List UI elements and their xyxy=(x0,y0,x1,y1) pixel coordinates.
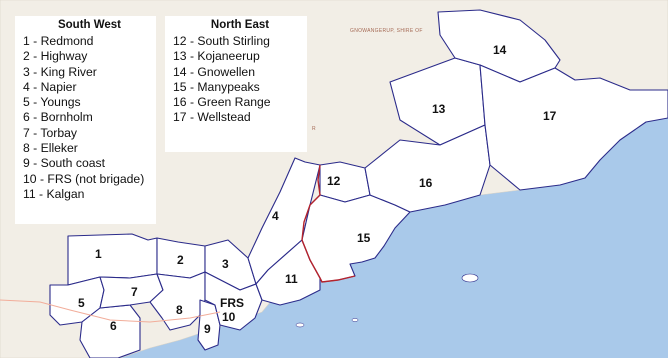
zone-16-area xyxy=(364,124,491,213)
zone-17-area xyxy=(479,64,668,191)
legend-item: 14 - Gnowellen xyxy=(173,64,255,79)
zone-10-label: 10 xyxy=(222,310,236,324)
legend-item: 6 - Bornholm xyxy=(23,110,93,125)
legend-item: 4 - Napier xyxy=(23,79,77,94)
legend-item: 2 - Highway xyxy=(23,49,88,64)
zone-9-label: 9 xyxy=(204,322,211,336)
zone-14-label: 14 xyxy=(493,43,507,57)
zone-11-label: 11 xyxy=(285,272,298,286)
legend-item: 1 - Redmond xyxy=(23,34,94,48)
zone-10-area xyxy=(204,271,263,331)
zone-16-label: 16 xyxy=(419,176,433,190)
zone-1-label: 1 xyxy=(95,247,102,261)
legend-item: 13 - Kojaneerup xyxy=(173,49,260,64)
legend-item: 8 - Elleker xyxy=(23,141,78,156)
zone-7-label: 7 xyxy=(131,285,138,299)
zone-polygons xyxy=(49,9,668,358)
legend-north-east: North East 12 - South Stirling 13 - Koja… xyxy=(165,16,307,152)
legend-item: 17 - Wellstead xyxy=(173,110,251,125)
legend-north-east-list: 12 - South Stirling 13 - Kojaneerup 14 -… xyxy=(173,34,307,126)
island xyxy=(351,318,359,322)
zone-3-label: 3 xyxy=(222,257,229,271)
legend-item: 3 - King River xyxy=(23,64,97,79)
legend-item: 5 - Youngs xyxy=(23,95,81,110)
legend-item: 10 - FRS (not brigade) xyxy=(23,171,145,186)
place-label-top: GNOWANGERUP, SHIRE OF xyxy=(350,28,423,34)
legend-item: 11 - Kalgan xyxy=(23,186,85,201)
zone-13-label: 13 xyxy=(432,102,446,116)
zone-4-label: 4 xyxy=(272,209,279,223)
legend-item: 15 - Manypeaks xyxy=(173,79,260,94)
south-west-north-east-divider xyxy=(301,164,356,283)
legend-south-west: South West 1 - Redmond 2 - Highway 3 - K… xyxy=(15,16,156,224)
island xyxy=(461,273,479,283)
legend-item: 9 - South coast xyxy=(23,156,105,171)
zone-8-label: 8 xyxy=(176,303,183,317)
zone-12-label: 12 xyxy=(327,174,341,188)
zone-15-label: 15 xyxy=(357,231,371,245)
legend-item: 12 - South Stirling xyxy=(173,34,270,48)
place-label-side: R xyxy=(312,126,316,132)
legend-north-east-title: North East xyxy=(210,19,270,31)
legend-item: 7 - Torbay xyxy=(23,125,77,140)
zone-frs-label: FRS xyxy=(220,296,244,310)
zone-11-area xyxy=(255,239,321,306)
zone-8-area xyxy=(149,271,206,331)
legend-south-west-title: South West xyxy=(57,19,122,31)
zone-6-label: 6 xyxy=(110,319,117,333)
coast-road xyxy=(0,299,221,323)
zone-5-label: 5 xyxy=(78,296,85,310)
legend-south-west-list: 1 - Redmond 2 - Highway 3 - King River 4… xyxy=(23,34,156,202)
island xyxy=(295,322,305,328)
legend-item: 16 - Green Range xyxy=(173,95,271,110)
zone-2-label: 2 xyxy=(177,253,184,267)
zone-17-label: 17 xyxy=(543,109,557,123)
